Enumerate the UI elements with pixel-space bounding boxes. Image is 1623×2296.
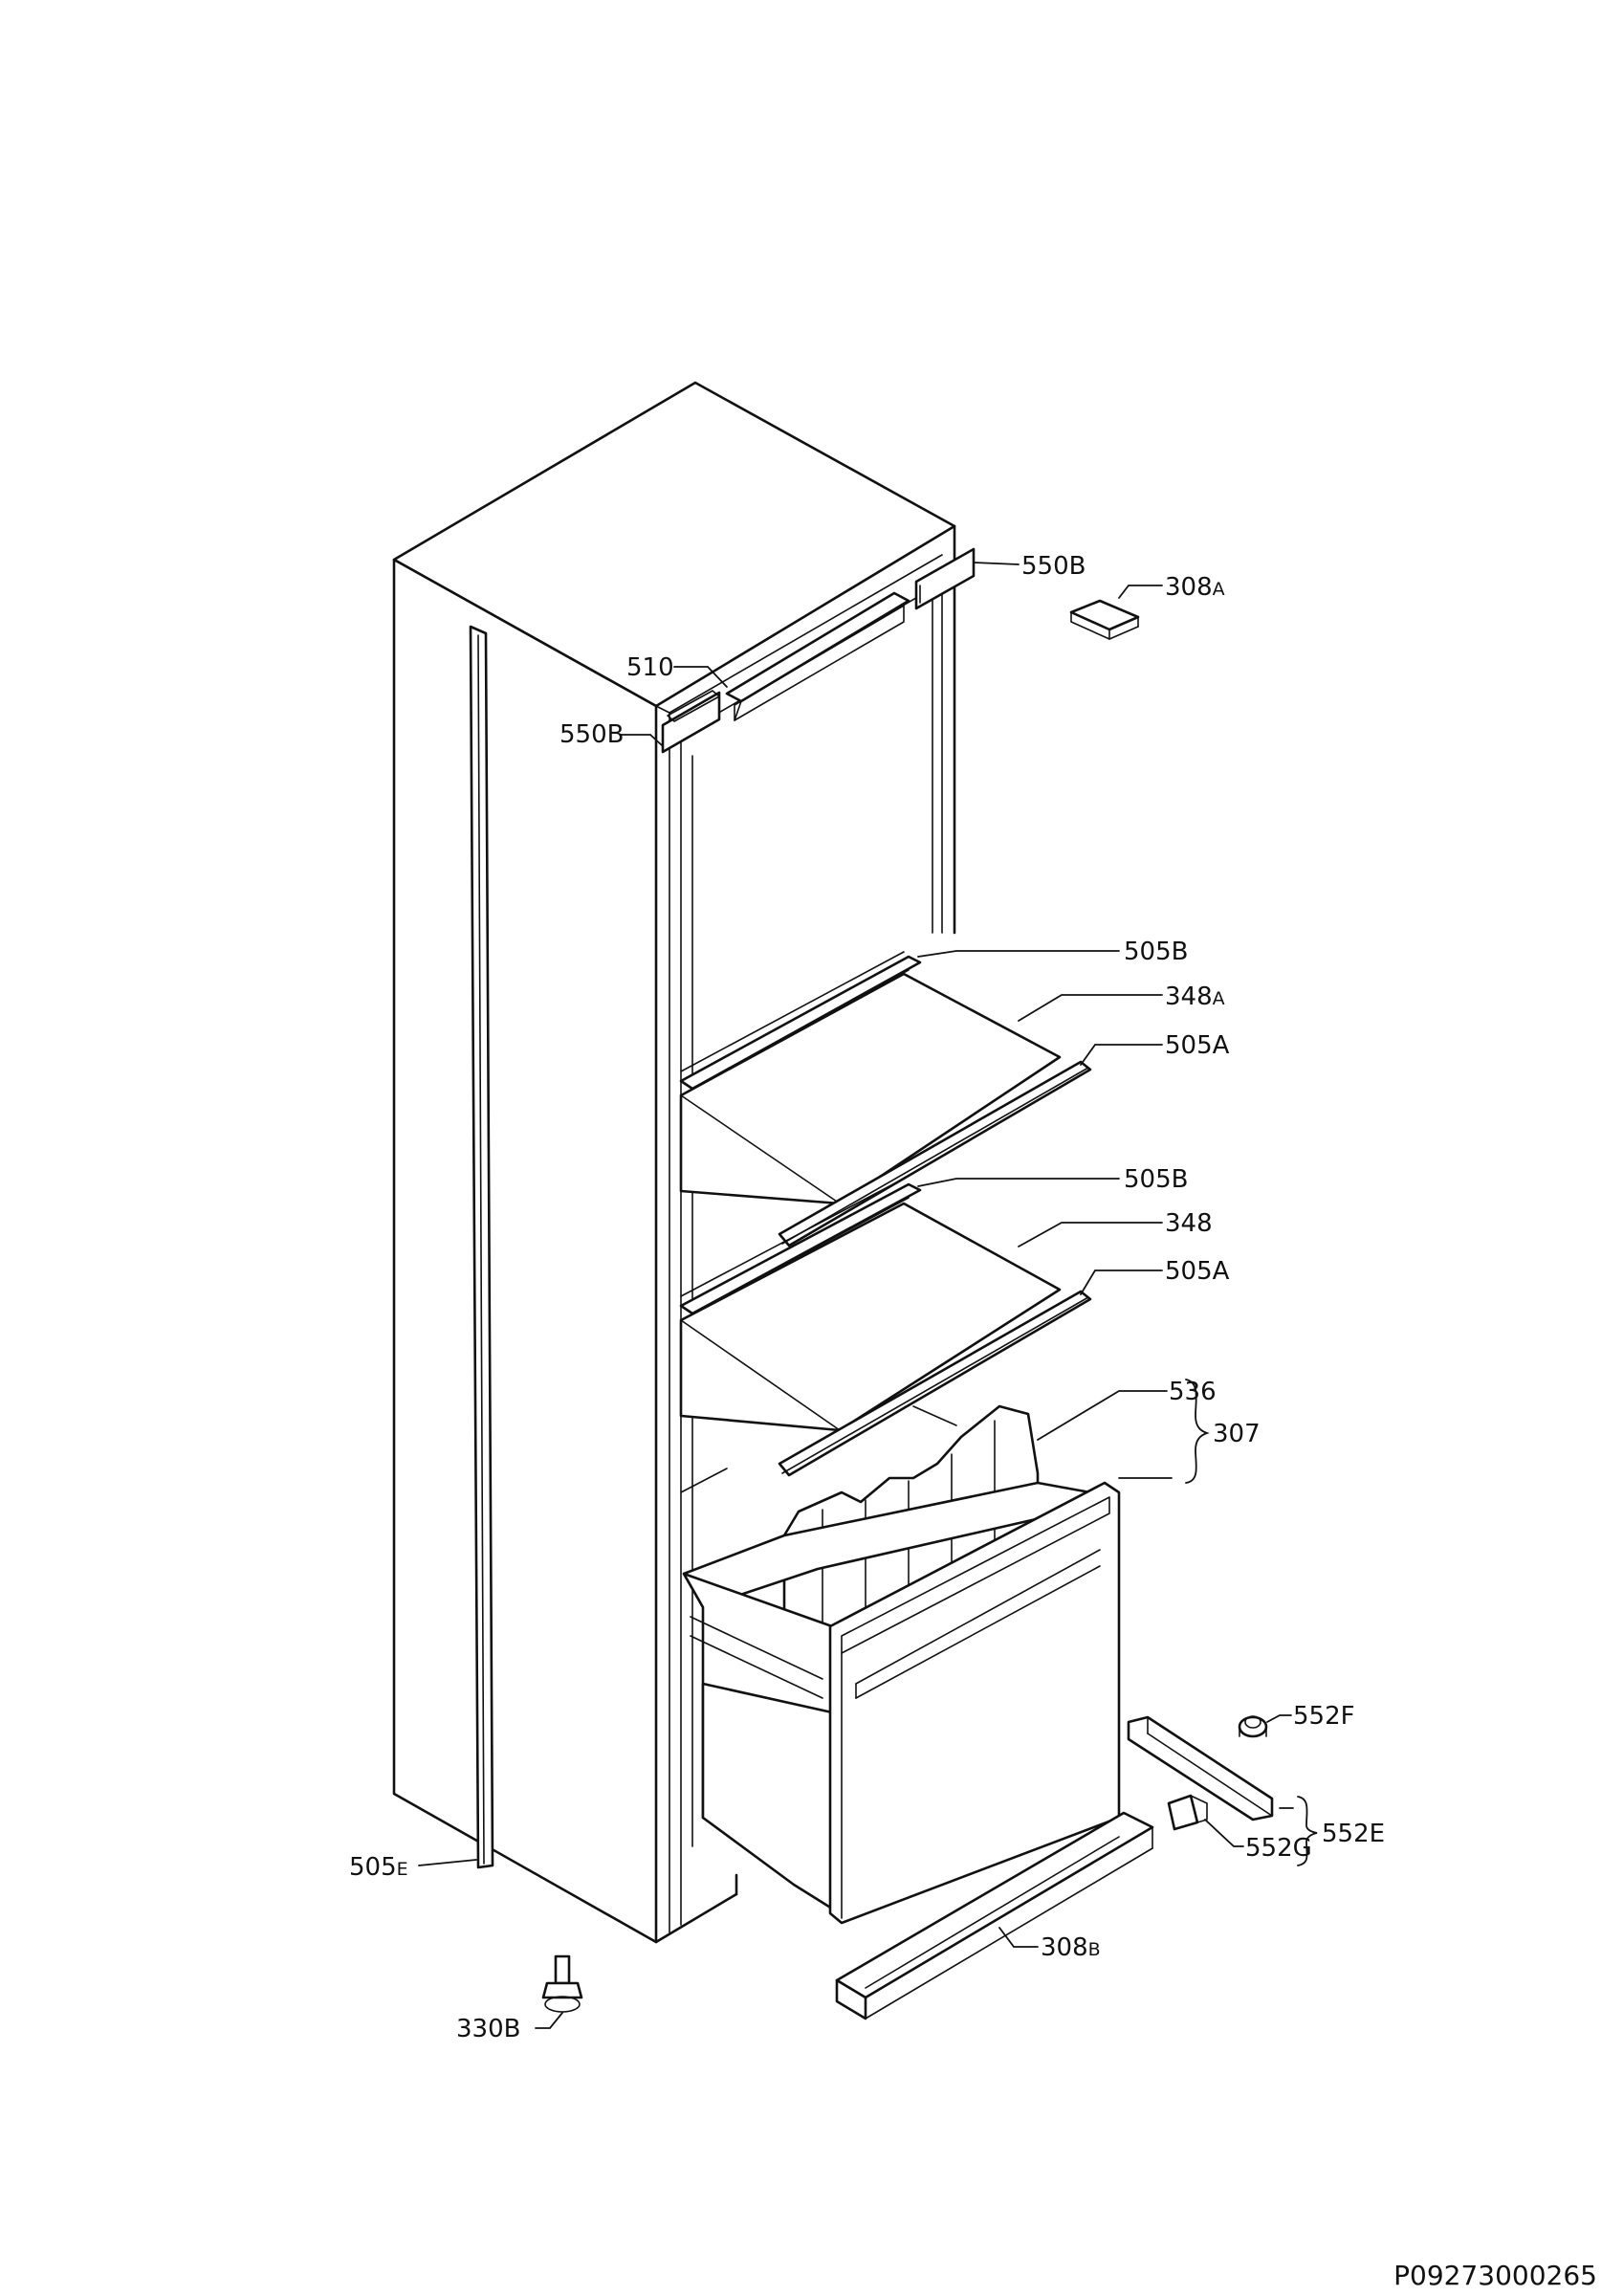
adjustable-foot <box>541 1954 583 2013</box>
label-505b-upper: 505B <box>1124 938 1188 966</box>
hinge-bracket-bottom <box>835 1811 1154 2020</box>
hinge-cover-top <box>1069 599 1140 640</box>
glass-shelf-lower <box>679 1178 1092 1493</box>
label-505b-lower: 505B <box>1124 1165 1188 1194</box>
label-308b: 308B <box>1041 1933 1101 1962</box>
leader-lines <box>418 562 1318 2029</box>
label-550b-top: 550B <box>1021 552 1086 581</box>
label-330b: 330B <box>456 2015 520 2043</box>
label-536: 536 <box>1169 1378 1217 1406</box>
label-552f: 552F <box>1293 1702 1355 1731</box>
door-gasket-strip <box>469 625 494 1869</box>
mounting-rail <box>1127 1715 1274 1821</box>
rail-clip <box>1167 1794 1208 1831</box>
label-552g: 552G <box>1245 1834 1312 1863</box>
top-bracket-left <box>661 690 721 754</box>
label-308a: 308A <box>1165 573 1225 602</box>
document-code: P09273000265 <box>1393 2260 1597 2291</box>
label-510: 510 <box>626 653 674 682</box>
part-labels: 550B 308A 510 550B 505B 348A 505A 505B 3… <box>349 552 1385 2043</box>
label-505a-lower: 505A <box>1165 1257 1230 1286</box>
label-552e: 552E <box>1322 1820 1385 1848</box>
screw-bushing <box>1238 1715 1268 1738</box>
label-505a-upper: 505A <box>1165 1031 1230 1060</box>
drawer-box <box>682 1481 1121 1925</box>
light-cover <box>725 591 910 721</box>
label-348: 348 <box>1165 1209 1213 1238</box>
top-bracket-right <box>914 547 976 610</box>
label-505e: 505E <box>349 1853 408 1882</box>
label-307: 307 <box>1213 1420 1261 1448</box>
label-550b-left: 550B <box>559 720 624 749</box>
glass-shelf-upper <box>679 951 1092 1247</box>
label-348a: 348A <box>1165 982 1225 1011</box>
